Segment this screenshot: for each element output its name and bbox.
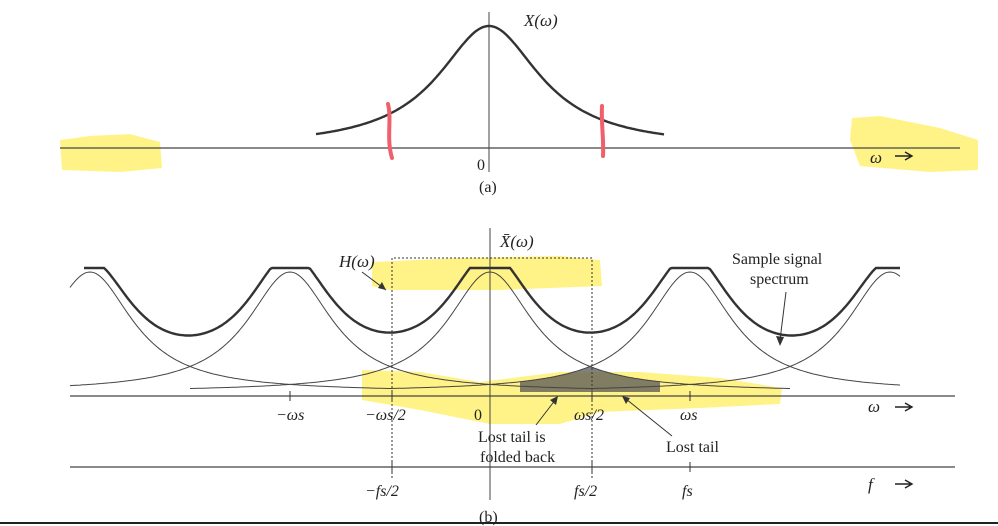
- lost-tail-arrowhead: [622, 396, 630, 404]
- x-omega-curve: [315, 24, 665, 136]
- label-omega-s-half: ωs/2: [574, 407, 604, 424]
- highlight-right: [850, 116, 978, 172]
- sample-spectrum-arrowhead: [776, 336, 784, 346]
- h-omega-label: H(ω): [338, 252, 375, 271]
- highlight-left: [60, 134, 162, 172]
- panel-a-axis-arrow: [895, 151, 914, 161]
- label-f-half: fs/2: [574, 483, 597, 500]
- label-omega-s: ωs: [680, 407, 698, 424]
- spectrum-replica: [390, 271, 901, 389]
- red-marker-right: [599, 104, 606, 158]
- sample-spectrum-pointer: [779, 291, 787, 341]
- panel-b-caption: (b): [479, 509, 498, 526]
- red-marker-left: [386, 102, 394, 160]
- x-omega-label: X(ω): [523, 11, 558, 30]
- label-f-s: fs: [682, 483, 693, 500]
- label-neg-omega-s: −ωs: [276, 407, 304, 424]
- omega-ticks: [289, 391, 691, 401]
- spectrum-replica: [590, 271, 901, 389]
- panel-a-caption: (a): [479, 179, 497, 196]
- panel-b-omega-label: ω: [868, 397, 880, 416]
- panel-a-origin-label: 0: [477, 157, 485, 174]
- spectrum-replicas: [69, 271, 901, 389]
- spectrum-replica: [69, 271, 590, 389]
- lost-tail-folded-line1: Lost tail is: [478, 429, 546, 446]
- sample-signal-spectrum-curve: [84, 266, 900, 337]
- x-bar-omega-label: X̄(ω): [499, 232, 534, 251]
- sample-spectrum-label-line2: spectrum: [750, 271, 809, 288]
- folded-arrowhead: [550, 396, 558, 405]
- highlight-filter: [372, 256, 602, 290]
- spectrum-replica: [69, 271, 390, 389]
- label-neg-omega-s-half: −ωs/2: [365, 407, 406, 424]
- lost-tail-shading: [520, 365, 660, 392]
- sample-spectrum-label-line1: Sample signal: [732, 251, 823, 268]
- highlights: [60, 116, 978, 424]
- panel-a: X(ω) 0 ω (a): [60, 11, 960, 196]
- panel-b-omega-arrow: [895, 402, 914, 412]
- panel-b: X̄(ω) H(ω) Sample signal spectrum −ωs −ω…: [69, 228, 955, 526]
- lost-tail-pointer: [625, 398, 673, 437]
- panel-a-omega-label: ω: [870, 148, 882, 167]
- panel-b-f-label: f: [868, 475, 875, 494]
- label-f-neg-half: −fs/2: [365, 483, 399, 500]
- panel-b-f-arrow: [895, 479, 914, 489]
- h-omega-arrowhead: [378, 282, 386, 290]
- filter-h-omega-box: [391, 257, 593, 396]
- lost-tail-label: Lost tail: [666, 439, 719, 456]
- label-origin: 0: [474, 407, 482, 424]
- lost-tail-folded-line2: folded back: [480, 449, 555, 466]
- folded-pointer: [535, 398, 557, 426]
- f-ticks: [391, 462, 691, 472]
